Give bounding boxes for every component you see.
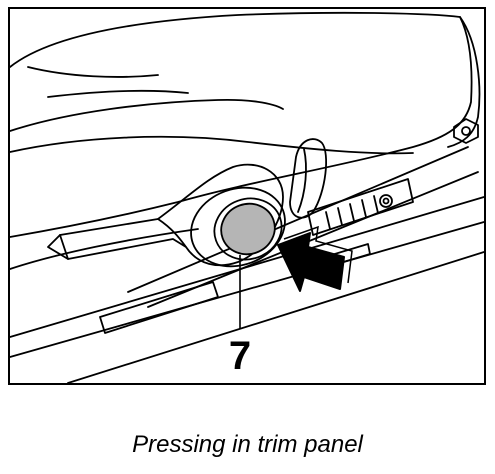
- bolt-center: [461, 126, 471, 136]
- knob-housing: [190, 186, 286, 268]
- trim-panel: [289, 138, 328, 219]
- seat-cushion-lower-edge: [9, 228, 199, 270]
- callout-number: 7: [229, 334, 251, 378]
- seat-rail-lower: [9, 196, 485, 358]
- bracket-ribs: [325, 195, 379, 230]
- push-arrow-outline: [283, 225, 353, 284]
- seat-cushion-panel-line: [9, 98, 284, 132]
- bracket-hole-inner: [382, 197, 390, 205]
- seat-trim-illustration: 7: [8, 7, 486, 385]
- adjust-lever-ridge: [59, 218, 187, 260]
- rail-slot-left: [99, 281, 219, 334]
- figure-frame: 7: [8, 7, 486, 385]
- knob-rim: [213, 197, 283, 261]
- bolt-icon: [453, 118, 479, 144]
- push-arrow-icon: [277, 232, 345, 292]
- trim-panel-edge: [297, 148, 307, 213]
- bracket-hole: [379, 194, 393, 208]
- ribbed-bracket: [307, 178, 414, 236]
- seat-cushion-outline: [9, 11, 473, 238]
- frame-border: [8, 7, 486, 385]
- adjust-lever: [47, 163, 284, 267]
- seat-seam: [27, 66, 189, 98]
- seat-rail-edge: [67, 251, 485, 384]
- seat-cushion-inner-line: [9, 135, 414, 155]
- figure-caption: Pressing in trim panel: [132, 431, 363, 458]
- knob-cap-highlight: [220, 202, 276, 256]
